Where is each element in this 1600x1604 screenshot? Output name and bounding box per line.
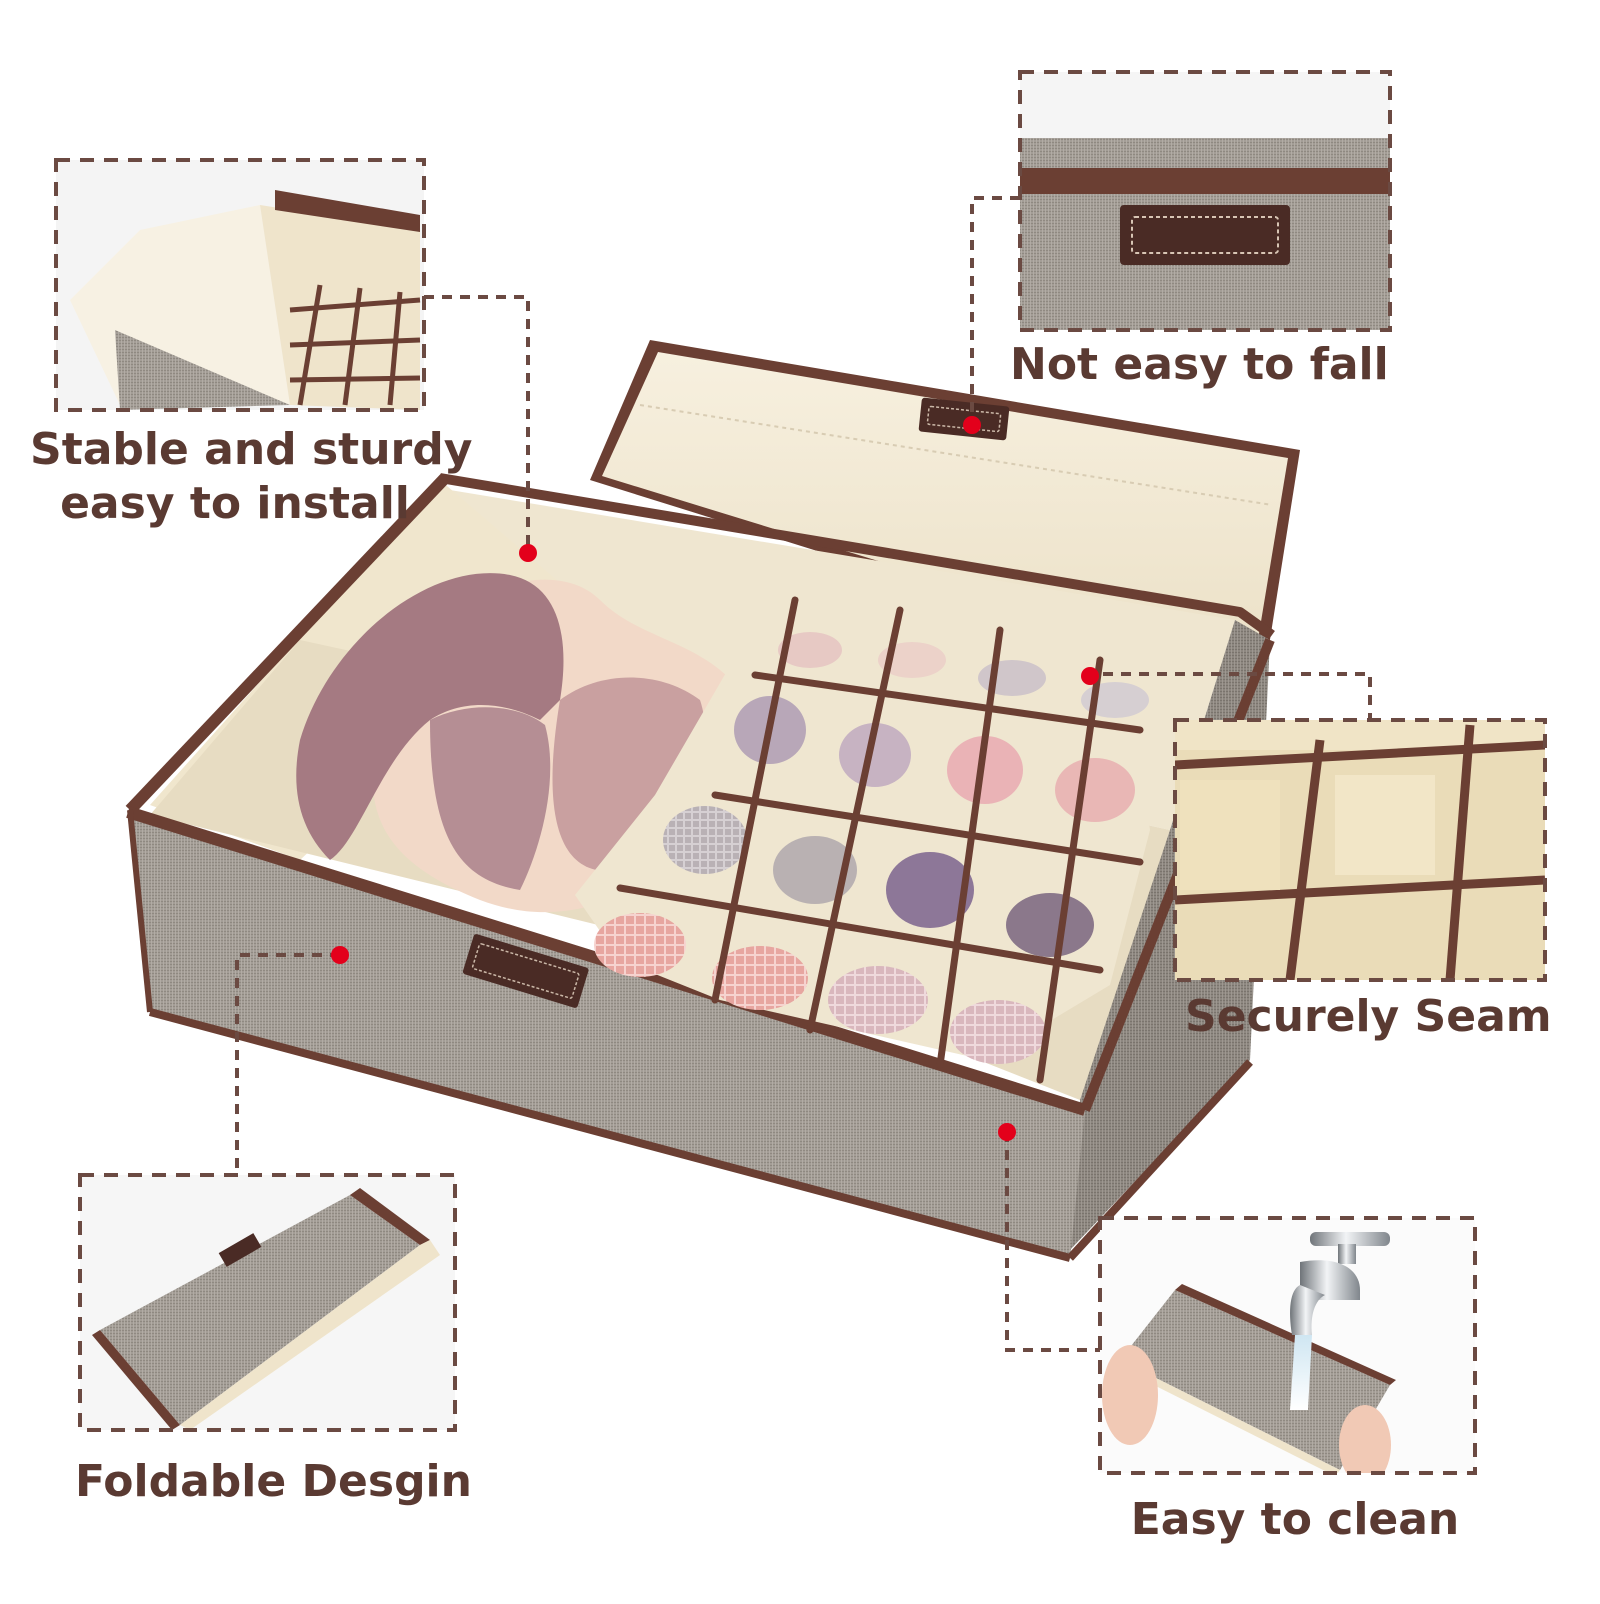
caption-foldable-design: Foldable Desgin [75,1456,472,1507]
caption-easy-to-clean: Easy to clean [1130,1494,1460,1545]
faucet-icon [1290,1232,1390,1335]
panel-fold [78,1173,457,1432]
dot-stable [519,544,537,562]
front-pull-tab [462,934,589,1008]
compartment-grid [575,596,1150,1084]
caption-stable-line2: easy to install [60,478,410,529]
panel-fall [1018,70,1392,332]
lid-pull-tab [918,397,1010,441]
dot-fall [963,416,981,434]
caption-stable-sturdy: Stable and sturdy easy to install [30,423,473,531]
caption-not-easy-to-fall: Not easy to fall [1010,339,1389,390]
dot-seam [1081,667,1099,685]
panel-clean [1098,1216,1477,1475]
caption-stable-line1: Stable and sturdy [30,424,473,475]
panel-stable [54,158,426,412]
dot-clean [998,1123,1016,1141]
water-drop-icon [1290,1335,1312,1410]
panel-seam [1173,718,1547,982]
callout-connectors [235,196,1372,1352]
bras [296,573,740,913]
velcro-tab [1120,205,1290,265]
caption-securely-seam: Securely Seam [1185,991,1552,1042]
callout-dots [331,416,1099,1141]
dot-fold [331,946,349,964]
